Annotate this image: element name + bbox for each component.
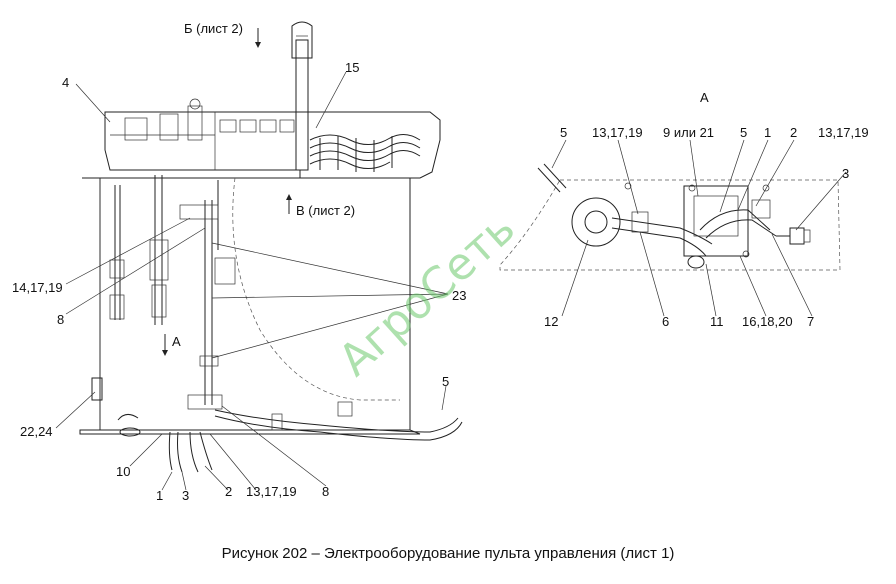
callout-12: 12 <box>544 314 558 329</box>
watermark: АгроСеть <box>329 203 525 386</box>
view-arrows <box>162 28 292 356</box>
callout-14-17-19: 14,17,19 <box>12 280 63 295</box>
callout-2-right: 2 <box>790 125 797 140</box>
callout-9-or-21: 9 или 21 <box>663 125 714 140</box>
callout-23: 23 <box>452 288 466 303</box>
callout-11: 11 <box>710 314 724 329</box>
figure-caption: Рисунок 202 – Электрооборудование пульта… <box>222 545 675 562</box>
callout-6: 6 <box>662 314 669 329</box>
callout-1-right: 1 <box>764 125 771 140</box>
callout-5-left: 5 <box>442 374 449 389</box>
callout-8-lower: 8 <box>322 484 329 499</box>
console-side-view <box>79 21 463 473</box>
view-a-title: А <box>700 90 709 105</box>
view-a-arrow-label: А <box>172 334 181 349</box>
callout-22-24: 22,24 <box>20 424 53 439</box>
callout-16-18-20: 16,18,20 <box>742 314 793 329</box>
callout-8-upper: 8 <box>57 312 64 327</box>
plan-view-a <box>499 163 841 271</box>
view-b-label: Б (лист 2) <box>184 21 243 36</box>
callout-10: 10 <box>116 464 130 479</box>
cable-bundle <box>309 134 421 172</box>
leader-lines-left <box>55 71 449 491</box>
callout-1: 1 <box>156 488 163 503</box>
callout-13-17-19-right-a: 13,17,19 <box>592 125 643 140</box>
callout-2: 2 <box>225 484 232 499</box>
leader-lines-right <box>551 139 847 317</box>
callout-5-right-a: 5 <box>560 125 567 140</box>
callout-5-right-b: 5 <box>740 125 747 140</box>
callout-3-right: 3 <box>842 166 849 181</box>
callout-7: 7 <box>807 314 814 329</box>
callout-3: 3 <box>182 488 189 503</box>
callout-13-17-19-left: 13,17,19 <box>246 484 297 499</box>
view-v-label: В (лист 2) <box>296 203 355 218</box>
callout-15: 15 <box>345 60 359 75</box>
callout-4: 4 <box>62 75 69 90</box>
callout-13-17-19-right-b: 13,17,19 <box>818 125 869 140</box>
